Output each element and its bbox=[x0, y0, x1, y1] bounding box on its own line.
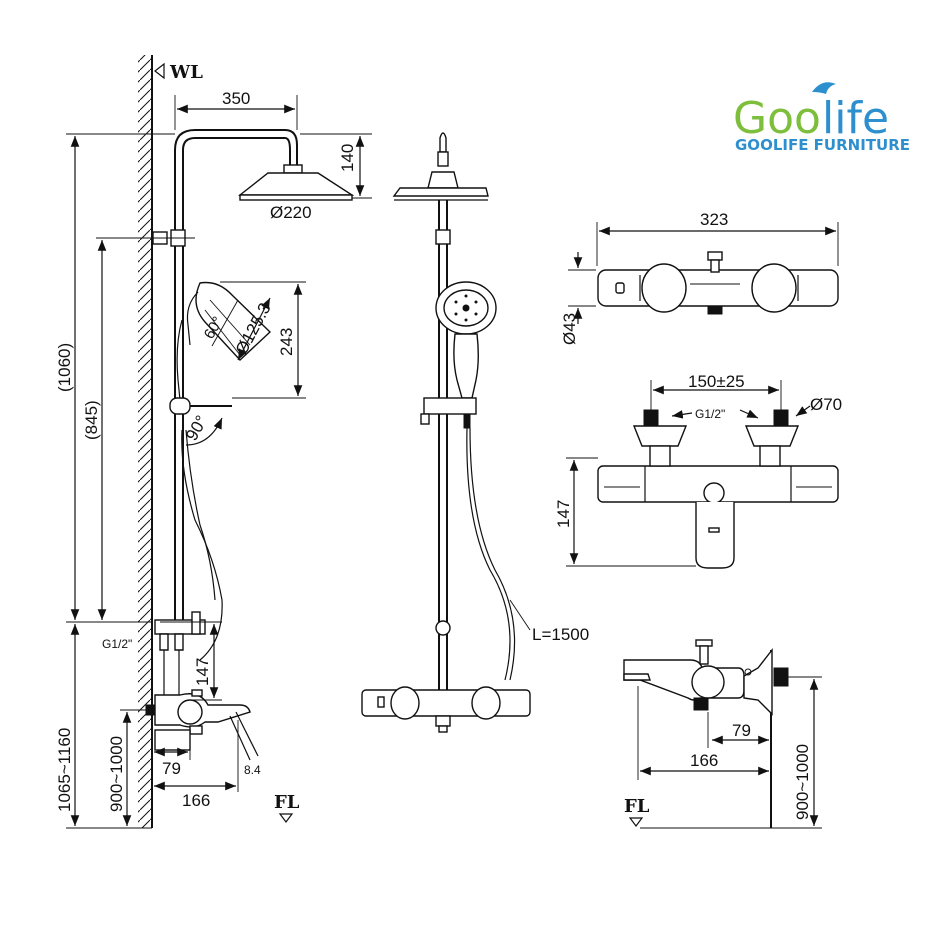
head-height-label: 140 bbox=[338, 144, 357, 172]
mixer-top-dimensions: 323 Ø43 bbox=[560, 210, 839, 345]
mixer-front-view bbox=[597, 409, 839, 569]
spout-tip-label: 8.4 bbox=[244, 763, 261, 777]
mixer-side-dimensions: 79 166 900~1000 FL bbox=[624, 676, 822, 829]
wall-level-marker: WL bbox=[154, 62, 203, 83]
hose-length-label: L=1500 bbox=[532, 625, 589, 644]
flange-diameter-label: Ø70 bbox=[810, 395, 842, 414]
inlet-height-label: 147 bbox=[193, 658, 212, 686]
head-diameter-label: Ø220 bbox=[270, 203, 312, 222]
wall-level-label: WL bbox=[169, 62, 203, 83]
spout-offset-label: 79 bbox=[162, 759, 181, 778]
brand-logo: Goo life GOOLIFE FURNITURE bbox=[733, 82, 910, 154]
mixer-width-label: 323 bbox=[700, 210, 728, 229]
brand-logo-left: Goo bbox=[733, 93, 821, 144]
mixer-centers-label: 150±25 bbox=[688, 372, 745, 391]
brand-tagline: GOOLIFE FURNITURE bbox=[735, 136, 910, 154]
install-height-label: 1065~1160 bbox=[55, 728, 74, 812]
mixer-side-height-label: 900~1000 bbox=[793, 744, 812, 820]
floor-level-label: FL bbox=[274, 792, 300, 813]
mixer-front-height-label: 147 bbox=[554, 500, 573, 528]
spout-reach-label: 166 bbox=[182, 791, 210, 810]
bird-icon bbox=[812, 82, 836, 94]
mixer-thread-label: G1/2" bbox=[695, 407, 725, 421]
side-view bbox=[145, 129, 355, 761]
holder-height-label: 243 bbox=[277, 328, 296, 356]
mixer-height-label: 900~1000 bbox=[107, 736, 126, 812]
hand-shower-front bbox=[435, 281, 497, 399]
inlet-thread-label: G1/2" bbox=[102, 637, 132, 651]
wall bbox=[138, 55, 153, 828]
bar-height-label: (845) bbox=[82, 400, 101, 440]
mixer-side-offset-label: 79 bbox=[732, 721, 751, 740]
front-view bbox=[361, 132, 531, 733]
mixer-side-floor-label: FL bbox=[624, 796, 650, 817]
mixer-side-reach-label: 166 bbox=[690, 751, 718, 770]
hose-length: L=1500 bbox=[509, 599, 589, 644]
mixer-side-view bbox=[623, 639, 789, 828]
brand-logo-right: life bbox=[822, 93, 889, 144]
floor-level-marker-left: FL bbox=[274, 792, 300, 823]
mixer-depth-label: Ø43 bbox=[560, 313, 579, 345]
arm-length-label: 350 bbox=[222, 89, 250, 108]
total-height-label: (1060) bbox=[55, 343, 74, 392]
mixer-front-dimensions: 150±25 G1/2" Ø70 147 bbox=[554, 372, 842, 567]
mixer-top-view bbox=[597, 251, 839, 315]
